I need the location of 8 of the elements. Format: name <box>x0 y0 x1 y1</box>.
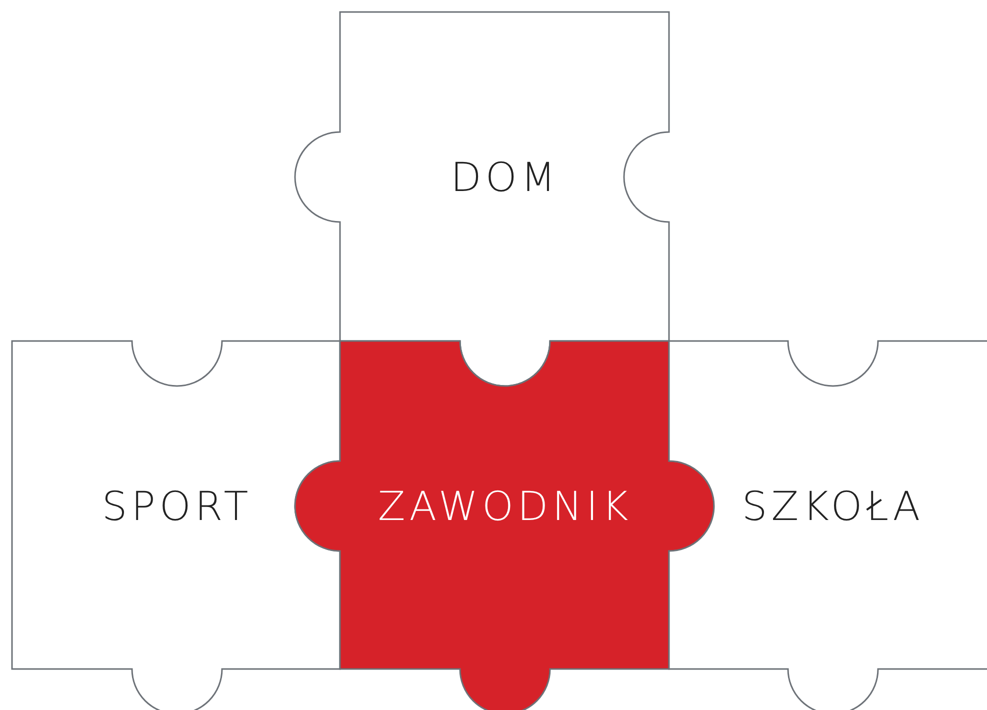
piece-label: DOM <box>450 155 560 201</box>
puzzle-piece <box>295 341 714 710</box>
puzzle-piece <box>669 341 987 710</box>
piece-label: ZAWODNIK <box>378 484 632 530</box>
piece-label: SZKOŁA <box>742 484 924 530</box>
puzzle-piece <box>12 341 340 710</box>
piece-label: SPORT <box>102 484 252 530</box>
puzzle-piece <box>295 12 669 386</box>
